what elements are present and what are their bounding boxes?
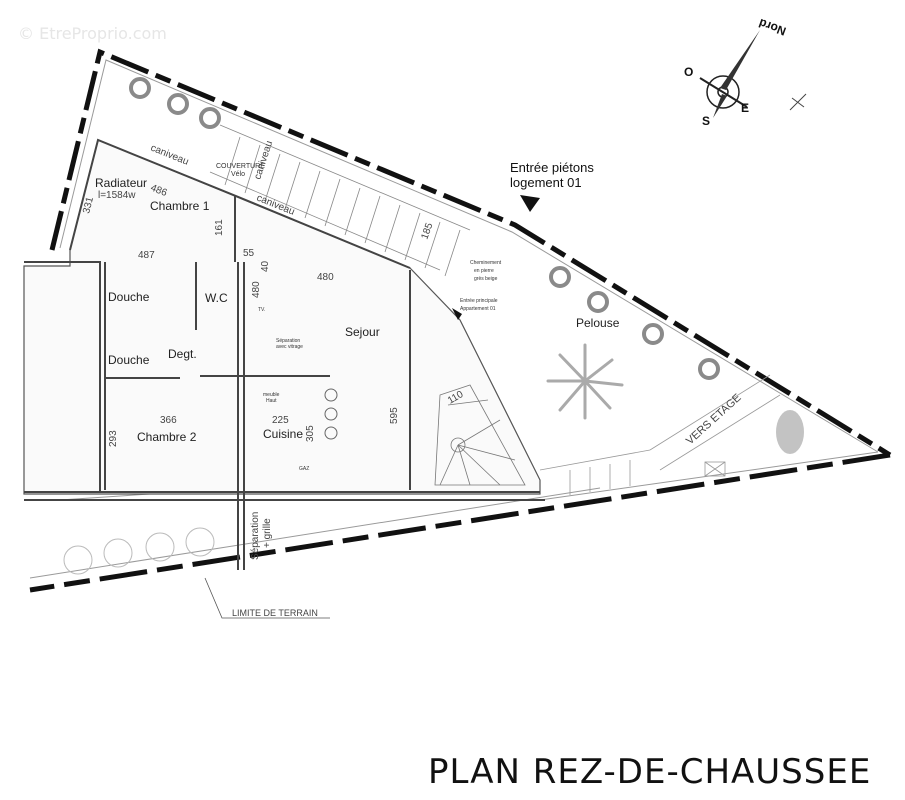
label-radiateur-power: l=1584w: [98, 190, 136, 201]
label-entree-principale-1: Entrée principale: [460, 298, 498, 304]
room-wc: W.C: [205, 291, 228, 305]
label-caniveau-2: caniveau: [252, 139, 275, 180]
property-boundary: [29, 48, 892, 593]
room-degt: Degt.: [168, 347, 197, 361]
label-entree-pietons-1: Entrée piétons: [510, 160, 594, 175]
room-pelouse: Pelouse: [576, 316, 620, 330]
wall-outlines: [24, 138, 545, 570]
label-separation-vitrage-1: Séparation: [276, 338, 300, 344]
dim-487: 487: [138, 250, 155, 261]
room-sejour: Sejour: [345, 325, 380, 339]
label-separation-grille-1: Séparation: [250, 512, 261, 560]
dim-366: 366: [160, 415, 177, 426]
dim-185: 185: [419, 221, 435, 241]
plan-title: PLAN REZ-DE-CHAUSSEE: [428, 752, 872, 792]
dim-480-horizontal: 480: [317, 272, 334, 283]
dim-225: 225: [272, 415, 289, 426]
entrance-arrow-icon: [520, 195, 540, 212]
label-vers-etage: VERS ETAGE: [684, 392, 744, 447]
room-cuisine: Cuisine: [263, 427, 303, 441]
room-chambre-1: Chambre 1: [150, 199, 210, 213]
label-separation-grille-2: + grille: [262, 518, 273, 548]
label-cheminement-2: en pierre: [474, 268, 494, 274]
dim-480-vertical: 480: [251, 281, 262, 298]
room-chambre-2: Chambre 2: [137, 430, 197, 444]
label-entree-pietons-2: logement 01: [510, 175, 582, 190]
dim-161: 161: [214, 219, 225, 236]
hedge: [63, 527, 215, 575]
main-entrance-arrow-icon: [452, 308, 462, 320]
compass-north: Nord: [757, 16, 788, 39]
label-cheminement-1: Cheminement: [470, 260, 502, 266]
label-meuble-1: meuble: [263, 392, 280, 398]
dim-40: 40: [260, 260, 271, 272]
label-meuble-2: Haut: [266, 398, 277, 404]
label-cheminement-3: grès beige: [474, 276, 498, 282]
label-separation-vitrage-2: avec vitrage: [276, 344, 303, 350]
label-gaz: GAZ: [299, 466, 309, 472]
vers-etage-ramp: [539, 374, 781, 495]
label-velo: Vélo: [231, 171, 245, 178]
dim-293: 293: [108, 430, 119, 447]
bar-stools: [324, 388, 338, 440]
room-douche-1: Douche: [108, 290, 150, 304]
dim-595: 595: [389, 407, 400, 424]
stair-band: [209, 124, 471, 277]
dim-55: 55: [243, 248, 255, 259]
label-couverture: COUVERTURE: [216, 163, 265, 170]
label-radiateur: Radiateur: [95, 176, 147, 190]
label-entree-principale-2: Appartement 01: [460, 306, 496, 312]
palm-tree-icon: [546, 343, 624, 420]
dim-305: 305: [305, 425, 316, 442]
watermark: © EtreProprio.com: [18, 24, 167, 43]
room-douche-2: Douche: [108, 353, 150, 367]
compass-west: O: [684, 65, 693, 79]
limite-leader-line: [204, 577, 330, 619]
label-limite-terrain: LIMITE DE TERRAIN: [232, 608, 318, 618]
trees-top: [129, 77, 221, 129]
compass-east: E: [741, 101, 749, 115]
label-tv: TV.: [258, 307, 265, 313]
bush-icon: [776, 410, 804, 454]
spiral-staircase: [434, 384, 526, 486]
compass-south: S: [702, 114, 710, 128]
trees-garden: [549, 266, 720, 380]
dim-331: 331: [81, 195, 96, 214]
compass-rose: Nord O E S: [684, 16, 807, 128]
